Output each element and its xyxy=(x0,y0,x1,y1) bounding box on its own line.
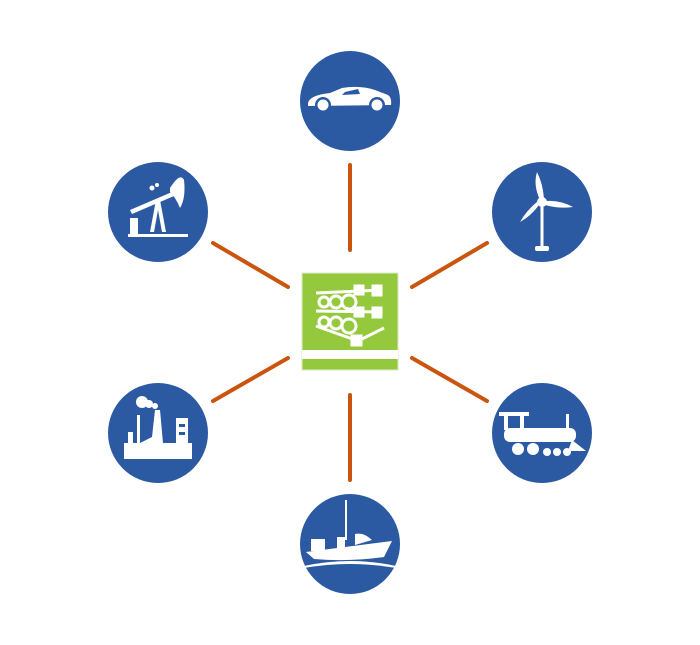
node-oil-pump xyxy=(108,162,208,262)
connector-factory xyxy=(211,356,290,403)
ship-icon xyxy=(304,500,396,568)
train-icon xyxy=(499,412,586,456)
wind-turbine-icon xyxy=(520,172,573,251)
connector-oil xyxy=(211,241,290,289)
connector-train xyxy=(410,356,489,403)
node-ship xyxy=(300,494,400,594)
connectors xyxy=(211,163,489,482)
node-train xyxy=(492,383,592,483)
car-icon xyxy=(308,86,392,113)
pipes-icon xyxy=(315,284,385,347)
node-car xyxy=(300,51,400,151)
hub-pipes xyxy=(301,272,399,371)
node-wind xyxy=(492,162,592,262)
oil-pump-icon xyxy=(128,177,188,237)
factory-icon xyxy=(124,396,192,459)
node-factory xyxy=(108,383,208,483)
connector-wind xyxy=(410,241,489,289)
